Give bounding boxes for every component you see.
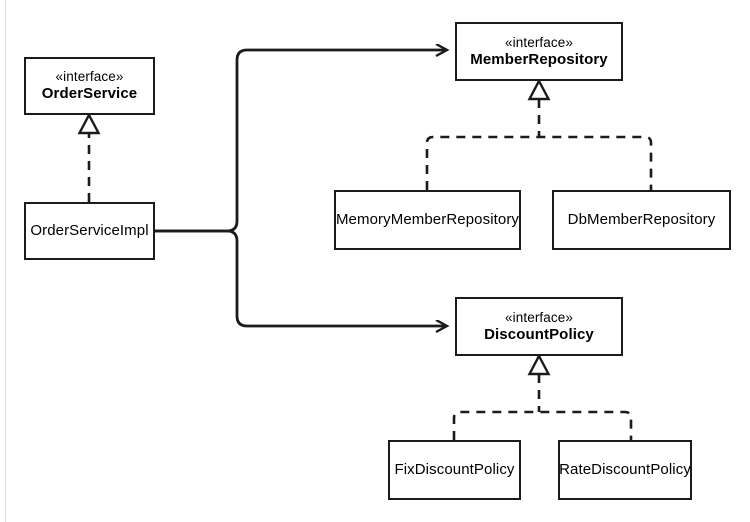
class-box-fix-discount-policy[interactable]: FixDiscountPolicy (388, 440, 521, 500)
edge-group-discount-policy-realizations (452, 353, 633, 440)
class-name-label: DiscountPolicy (484, 325, 594, 343)
class-name-label: DbMemberRepository (567, 211, 716, 229)
stereotype-label: «interface» (55, 69, 124, 85)
hollow-triangle-icon (527, 78, 551, 101)
hollow-triangle-icon (77, 112, 101, 135)
class-box-order-service[interactable]: «interface» OrderService (24, 57, 155, 115)
edge-impl-realizes-order-service (77, 112, 101, 202)
class-box-memory-member-repository[interactable]: MemoryMemberRepository (334, 190, 521, 250)
class-name-label: OrderServiceImpl (30, 222, 149, 240)
hollow-triangle-icon (527, 353, 551, 376)
class-box-rate-discount-policy[interactable]: RateDiscountPolicy (558, 440, 692, 500)
realization-dashed-bus (452, 410, 633, 440)
stereotype-label: «interface» (505, 34, 573, 50)
class-box-discount-policy[interactable]: «interface» DiscountPolicy (455, 297, 623, 356)
class-box-member-repository[interactable]: «interface» MemberRepository (455, 22, 623, 81)
class-name-label: OrderService (41, 85, 138, 103)
class-box-order-service-impl[interactable]: OrderServiceImpl (24, 202, 155, 260)
class-box-db-member-repository[interactable]: DbMemberRepository (552, 190, 731, 250)
page-edge-rule (5, 0, 6, 522)
class-name-label: MemberRepository (470, 50, 608, 68)
class-name-label: FixDiscountPolicy (394, 461, 515, 479)
stereotype-label: «interface» (505, 309, 573, 325)
class-name-label: RateDiscountPolicy (559, 461, 691, 479)
class-name-label: MemoryMemberRepository (335, 211, 520, 229)
edge-group-member-repository-realizations (425, 78, 653, 190)
realization-dashed-bus (425, 135, 653, 190)
